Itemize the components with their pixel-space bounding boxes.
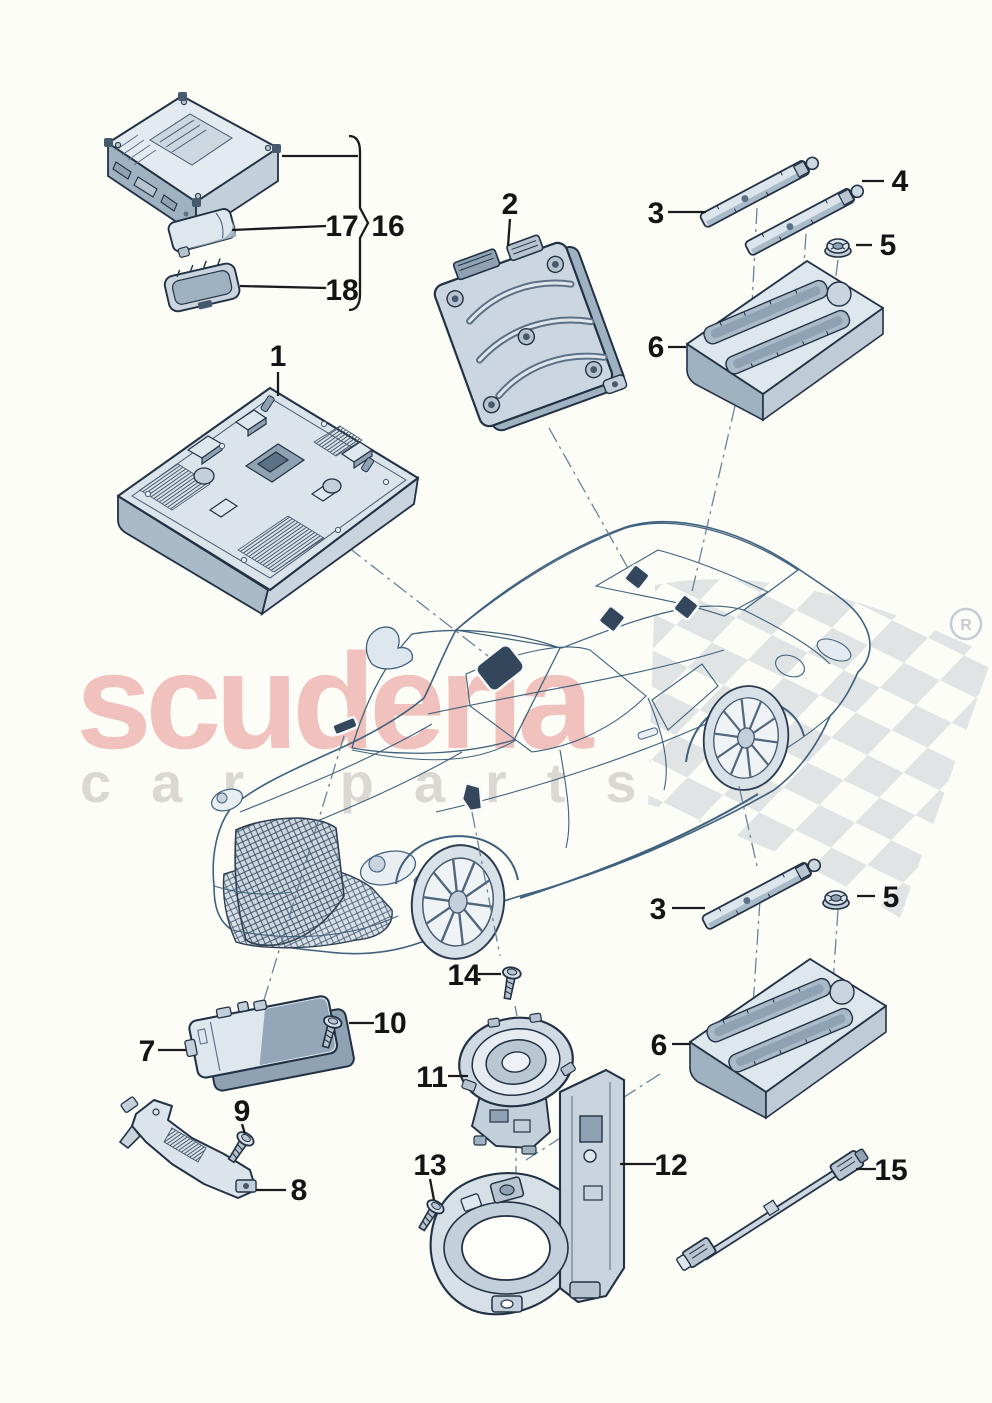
callout-16: 16 — [371, 210, 404, 243]
callout-2: 2 — [502, 188, 519, 221]
watermark-subtitle-text: car parts — [80, 751, 677, 814]
part-screw-14 — [497, 965, 523, 1002]
marker-rear-shelf-left — [597, 604, 627, 634]
part-module-box — [184, 995, 355, 1092]
part-antenna-cable — [676, 1148, 869, 1271]
callout-6-bottom: 6 — [651, 1029, 668, 1062]
callout-14: 14 — [447, 959, 481, 992]
car-fuel-door — [775, 654, 805, 678]
car-cowl-line — [351, 739, 517, 761]
callout-13: 13 — [413, 1149, 446, 1182]
part-siren-speaker — [458, 1012, 576, 1155]
car-quarter-window — [651, 663, 719, 731]
checkered-flag-graphic — [648, 579, 992, 918]
car-side-window — [465, 646, 647, 753]
part-roof-console — [116, 386, 420, 617]
car-rear-window — [594, 549, 770, 617]
vehicle-illustration — [210, 520, 871, 967]
group-bracket-16 — [348, 134, 370, 312]
car-front-wheel — [403, 837, 513, 967]
callout-3-bottom: 3 — [650, 893, 667, 926]
marker-fender — [460, 781, 484, 813]
part-antenna-bottom — [700, 855, 824, 932]
part-nut-bottom — [822, 890, 850, 910]
car-door-lines — [559, 697, 667, 849]
callout-18: 18 — [325, 274, 358, 307]
callout-5-bottom: 5 — [883, 881, 900, 914]
car-windshield — [351, 629, 561, 754]
car-roof — [454, 522, 800, 649]
car-bumper-lines — [213, 885, 399, 938]
part-control-module — [433, 234, 628, 432]
callout-11: 11 — [416, 1061, 448, 1094]
callout-12: 12 — [654, 1149, 687, 1182]
car-wing-mirror — [365, 626, 414, 670]
registered-mark-letter: R — [960, 617, 972, 634]
callout-4: 4 — [892, 165, 909, 198]
callout-15: 15 — [874, 1154, 907, 1187]
callout-5-top: 5 — [880, 229, 897, 262]
car-tail-lamp — [816, 638, 852, 662]
callout-numbers: 1 2 3 4 5 6 17 16 18 7 8 9 10 11 12 13 1… — [139, 165, 909, 1207]
car-rocker-line — [519, 793, 759, 899]
car-door-handle — [637, 727, 659, 740]
callout-10: 10 — [373, 1007, 406, 1040]
marker-cowl — [331, 716, 359, 736]
car-main-grille-mesh — [235, 818, 344, 946]
callout-9: 9 — [234, 1095, 251, 1128]
callout-1: 1 — [270, 340, 287, 373]
part-remote-control — [167, 208, 237, 258]
part-nut-top — [824, 238, 852, 258]
part-siren-bracket — [429, 1068, 626, 1316]
part-foam-holder-bottom — [689, 958, 887, 1119]
callout-7: 7 — [139, 1035, 156, 1068]
part-mounting-bracket-small — [118, 1096, 257, 1199]
marker-windshield — [475, 644, 525, 692]
part-foam-holder-top — [686, 260, 884, 421]
callout-3-top: 3 — [648, 197, 665, 230]
callout-17: 17 — [325, 210, 358, 243]
marker-rear-roof — [623, 563, 651, 591]
car-headlight-left — [210, 788, 244, 812]
part-tuner-unit — [104, 92, 281, 237]
callout-leader-lines — [158, 154, 884, 1201]
callout-6-top: 6 — [648, 331, 665, 364]
registered-mark-icon: R — [949, 607, 983, 641]
antenna-location-markers — [331, 563, 700, 813]
callout-8: 8 — [291, 1174, 308, 1207]
marker-rear-shelf-right — [672, 593, 700, 621]
part-remote-holder — [163, 258, 241, 313]
